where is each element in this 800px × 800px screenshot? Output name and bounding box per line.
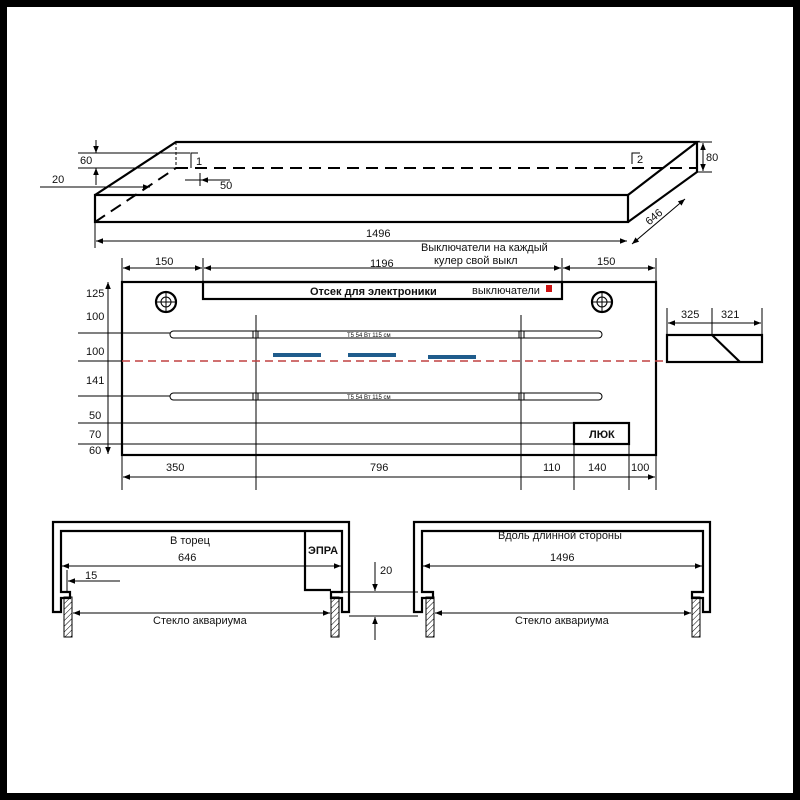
dimension-label: 20 (52, 174, 64, 186)
plan-view: Выключатели на каждый кулер свой выкл 15… (78, 242, 665, 490)
dimension-label: 60 (89, 445, 101, 457)
fan-bar (348, 353, 396, 357)
dimension-label: 646 (643, 207, 665, 228)
dimension-label: Выключатели на каждый (421, 242, 548, 254)
dimension-label: 20 (380, 565, 392, 577)
electronics-compartment-label: Отсек для электроники (310, 286, 437, 298)
dimension-label: 100 (631, 462, 649, 474)
dimension-label: 1196 (370, 258, 394, 270)
gap-dimension: 20 (342, 562, 418, 640)
dimension-label: 80 (706, 152, 718, 164)
dimension-label: 110 (543, 462, 561, 474)
dimension-label: 50 (89, 410, 101, 422)
dimension-label: 1496 (366, 228, 390, 240)
dimension-label: 1 (196, 156, 202, 168)
dimension-label: 2 (637, 154, 643, 166)
dimension-label: 796 (370, 462, 388, 474)
dimension-label: Стекло аквариума (153, 615, 248, 627)
isometric-view: 1 2 60 20 50 80 646 1496 (40, 140, 718, 248)
dimension-label: В торец (170, 535, 211, 547)
dimension-label: 60 (80, 155, 92, 167)
dimension-label: Вдоль длинной стороны (498, 530, 622, 542)
dimension-label: 1496 (550, 552, 574, 564)
dimension-label: 70 (89, 429, 101, 441)
dimension-label: 140 (588, 462, 606, 474)
switch-indicator (546, 285, 552, 292)
dimension-label: 646 (178, 552, 196, 564)
dimension-label: 100 (86, 311, 104, 323)
dimension-label: 150 (597, 256, 615, 268)
section-long: Вдоль длинной стороны 1496 Стекло аквари… (412, 520, 712, 638)
dimension-label: кулер свой выкл (434, 255, 518, 267)
dimension-label: 150 (155, 256, 173, 268)
dimension-label: 50 (220, 180, 232, 192)
fan-icon (154, 290, 178, 314)
dimension-label: 15 (85, 570, 97, 582)
dimension-label: Т5 54 Вт 115 см (347, 333, 391, 339)
lamp-tube (169, 330, 603, 339)
dimension-label: ЛЮК (589, 429, 615, 441)
side-detail: 325 321 (665, 308, 764, 364)
dimension-label: ЭПРА (308, 545, 338, 557)
dimension-label: 350 (166, 462, 184, 474)
hatch-box (572, 421, 631, 446)
fan-bar (273, 353, 321, 357)
dimension-label: выключатели (472, 285, 540, 297)
dimension-label: Т5 54 Вт 115 см (347, 395, 391, 401)
dimension-label: Стекло аквариума (515, 615, 610, 627)
dimension-label: 325 (681, 309, 699, 321)
fan-icon (590, 290, 614, 314)
dimension-label: 141 (86, 375, 104, 387)
section-end: В торец ЭПРА 646 15 Стекло аквариума (51, 520, 351, 638)
dimension-label: 100 (86, 346, 104, 358)
dimension-label: 321 (721, 309, 739, 321)
fan-bar (428, 355, 476, 359)
dimension-label: 125 (86, 288, 104, 300)
